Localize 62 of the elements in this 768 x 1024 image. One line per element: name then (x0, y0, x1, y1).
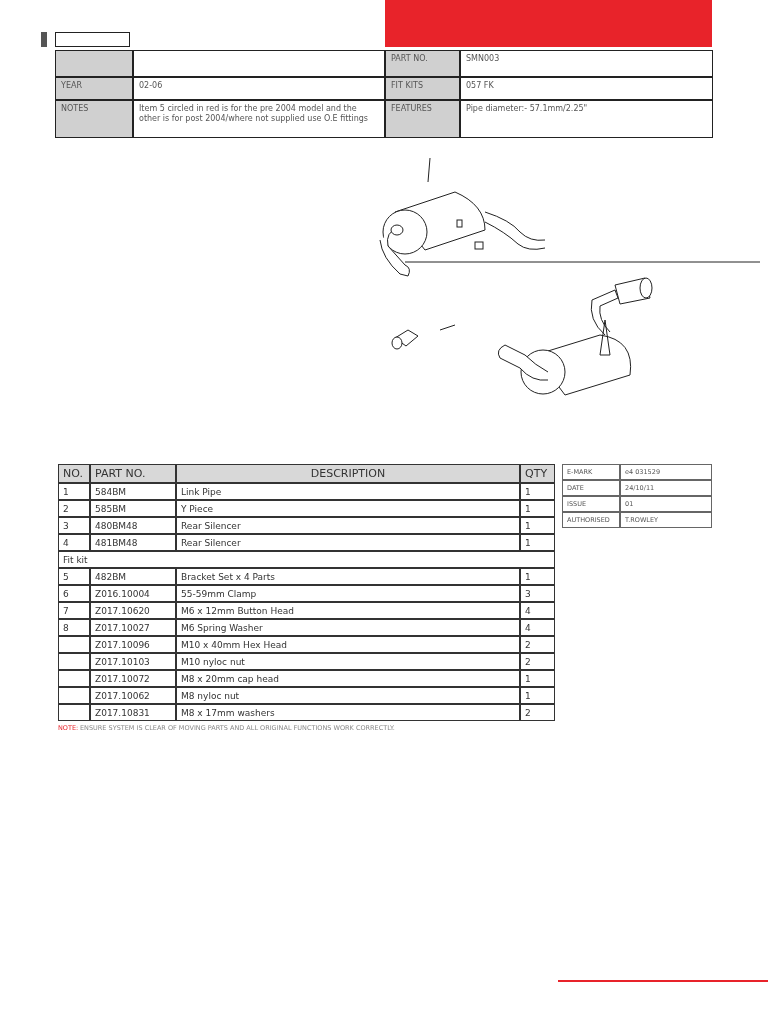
part-number: Z017.10620 (90, 602, 176, 619)
part-number: Z016.10004 (90, 585, 176, 602)
description: 55-59mm Clamp (176, 585, 520, 602)
description: M10 x 40mm Hex Head (176, 636, 520, 653)
field-label: PART NO. (385, 50, 460, 77)
field-label: YEAR (55, 77, 133, 100)
item-number: 8 (58, 619, 90, 636)
quantity: 1 (520, 534, 555, 551)
section-heading: Fit kit (58, 551, 555, 568)
item-number: 2 (58, 500, 90, 517)
field-label: NOTES (55, 100, 133, 138)
item-number: 6 (58, 585, 90, 602)
description: M8 x 20mm cap head (176, 670, 520, 687)
column-header: DESCRIPTION (176, 464, 520, 483)
part-number: Z017.10103 (90, 653, 176, 670)
description: M6 x 12mm Button Head (176, 602, 520, 619)
part-number: 481BM48 (90, 534, 176, 551)
column-header: NO. (58, 464, 90, 483)
part-number: Z017.10096 (90, 636, 176, 653)
quantity: 3 (520, 585, 555, 602)
item-number: 7 (58, 602, 90, 619)
part-number: Z017.10062 (90, 687, 176, 704)
field-value: Pipe diameter:- 57.1mm/2.25" (460, 100, 713, 138)
part-number: Z017.10027 (90, 619, 176, 636)
field-value: Item 5 circled in red is for the pre 2004 model and the other is for post 2004/where not supplied use O.E fittings (133, 100, 385, 138)
description: M8 x 17mm washers (176, 704, 520, 721)
quantity: 2 (520, 653, 555, 670)
description: Rear Silencer (176, 517, 520, 534)
item-number: 3 (58, 517, 90, 534)
field-value: SMN003 (460, 50, 713, 77)
column-header: QTY (520, 464, 555, 483)
field-label: FEATURES (385, 100, 460, 138)
part-number: 584BM (90, 483, 176, 500)
part-number: Z017.10831 (90, 704, 176, 721)
part-number: 480BM48 (90, 517, 176, 534)
column-header: PART NO. (90, 464, 176, 483)
part-number: Z017.10072 (90, 670, 176, 687)
item-number: 5 (58, 568, 90, 585)
quantity: 4 (520, 602, 555, 619)
description: Rear Silencer (176, 534, 520, 551)
quantity: 1 (520, 568, 555, 585)
part-number: 482BM (90, 568, 176, 585)
part-number: 585BM (90, 500, 176, 517)
field-value: 02-06 (133, 77, 385, 100)
description: M8 nyloc nut (176, 687, 520, 704)
field-value: 057 FK (460, 77, 713, 100)
quantity: 1 (520, 517, 555, 534)
item-number: 1 (58, 483, 90, 500)
quantity: 1 (520, 500, 555, 517)
quantity: 4 (520, 619, 555, 636)
quantity: 1 (520, 483, 555, 500)
description: Bracket Set x 4 Parts (176, 568, 520, 585)
description: M10 nyloc nut (176, 653, 520, 670)
quantity: 1 (520, 687, 555, 704)
description: Link Pipe (176, 483, 520, 500)
description: M6 Spring Washer (176, 619, 520, 636)
quantity: 2 (520, 704, 555, 721)
field-label: FIT KITS (385, 77, 460, 100)
quantity: 2 (520, 636, 555, 653)
item-number: 4 (58, 534, 90, 551)
quantity: 1 (520, 670, 555, 687)
description: Y Piece (176, 500, 520, 517)
